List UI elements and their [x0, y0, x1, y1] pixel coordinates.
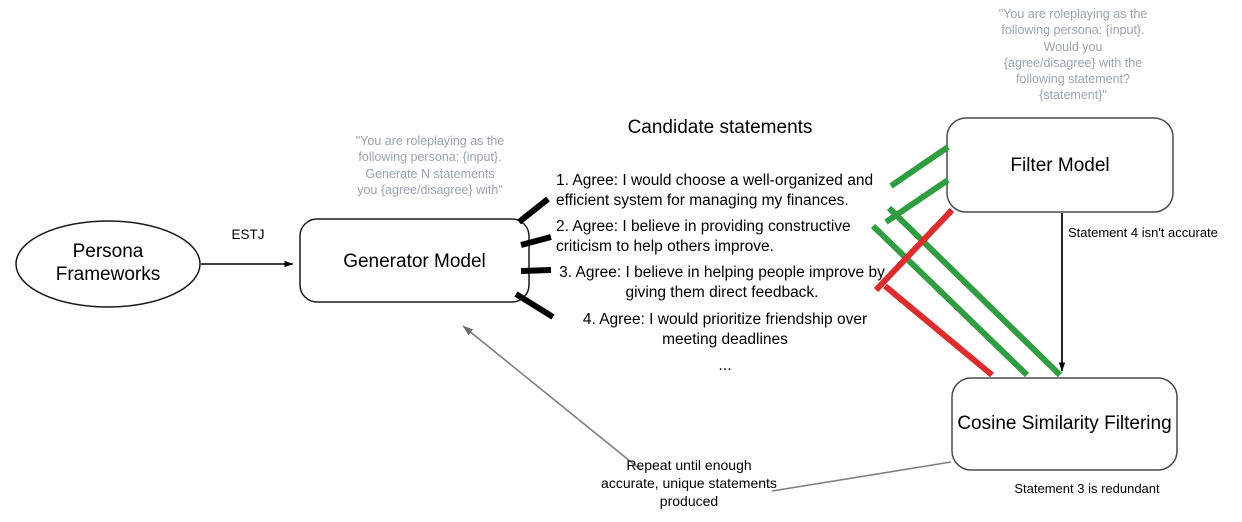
spoke-statement-2: [520, 234, 552, 248]
candidate-statement-2: 2. Agree: I believe in providing constru…: [556, 218, 851, 255]
line-reject-statement-4: [873, 207, 955, 293]
candidate-statements-more: ...: [718, 357, 732, 374]
line-statement-2-to-cosine: [886, 205, 1063, 378]
filter-model-shape[interactable]: [946, 117, 1174, 213]
candidate-statement-1: 1. Agree: I would choose a well-organize…: [556, 172, 874, 209]
candidate-statement-3: 3. Agree: I believe in helping people im…: [559, 264, 885, 301]
line-redundant-statement-3: [883, 283, 994, 378]
generator-model-label: Generator Model: [343, 251, 486, 272]
edge-feedback-to-generator: [462, 325, 642, 471]
edge-label-estj: ESTJ: [231, 227, 265, 242]
spoke-statement-4: [514, 291, 555, 320]
cosine-similarity-label: Cosine Similarity Filtering: [957, 413, 1172, 434]
note-statement-3-redundant: Statement 3 is redundant: [1014, 481, 1160, 496]
edge-label-statement-4-inaccurate: Statement 4 isn't accurate: [1068, 225, 1218, 240]
generator-model-shape[interactable]: [299, 218, 530, 303]
candidate-statements-heading: Candidate statements: [627, 117, 813, 138]
persona-frameworks-label: Persona Frameworks: [55, 241, 161, 286]
line-accept-statement-1: [889, 144, 950, 189]
line-statement-1-to-cosine: [870, 223, 1030, 378]
candidate-statement-4: 4. Agree: I would prioritize friendship …: [582, 311, 868, 348]
persona-frameworks-shape[interactable]: [15, 220, 201, 308]
spoke-statement-1: [517, 196, 550, 225]
filter-model-label: Filter Model: [1010, 155, 1110, 176]
edge-feedback-loop: [771, 461, 952, 492]
generator-prompt-text: "You are roleplaying as the following pe…: [355, 134, 505, 197]
feedback-loop-label: Repeat until enough accurate, unique sta…: [601, 457, 777, 510]
spoke-statement-3: [520, 267, 552, 274]
filter-prompt-text: "You are roleplaying as the following pe…: [998, 7, 1148, 103]
cosine-similarity-shape[interactable]: [951, 377, 1178, 471]
